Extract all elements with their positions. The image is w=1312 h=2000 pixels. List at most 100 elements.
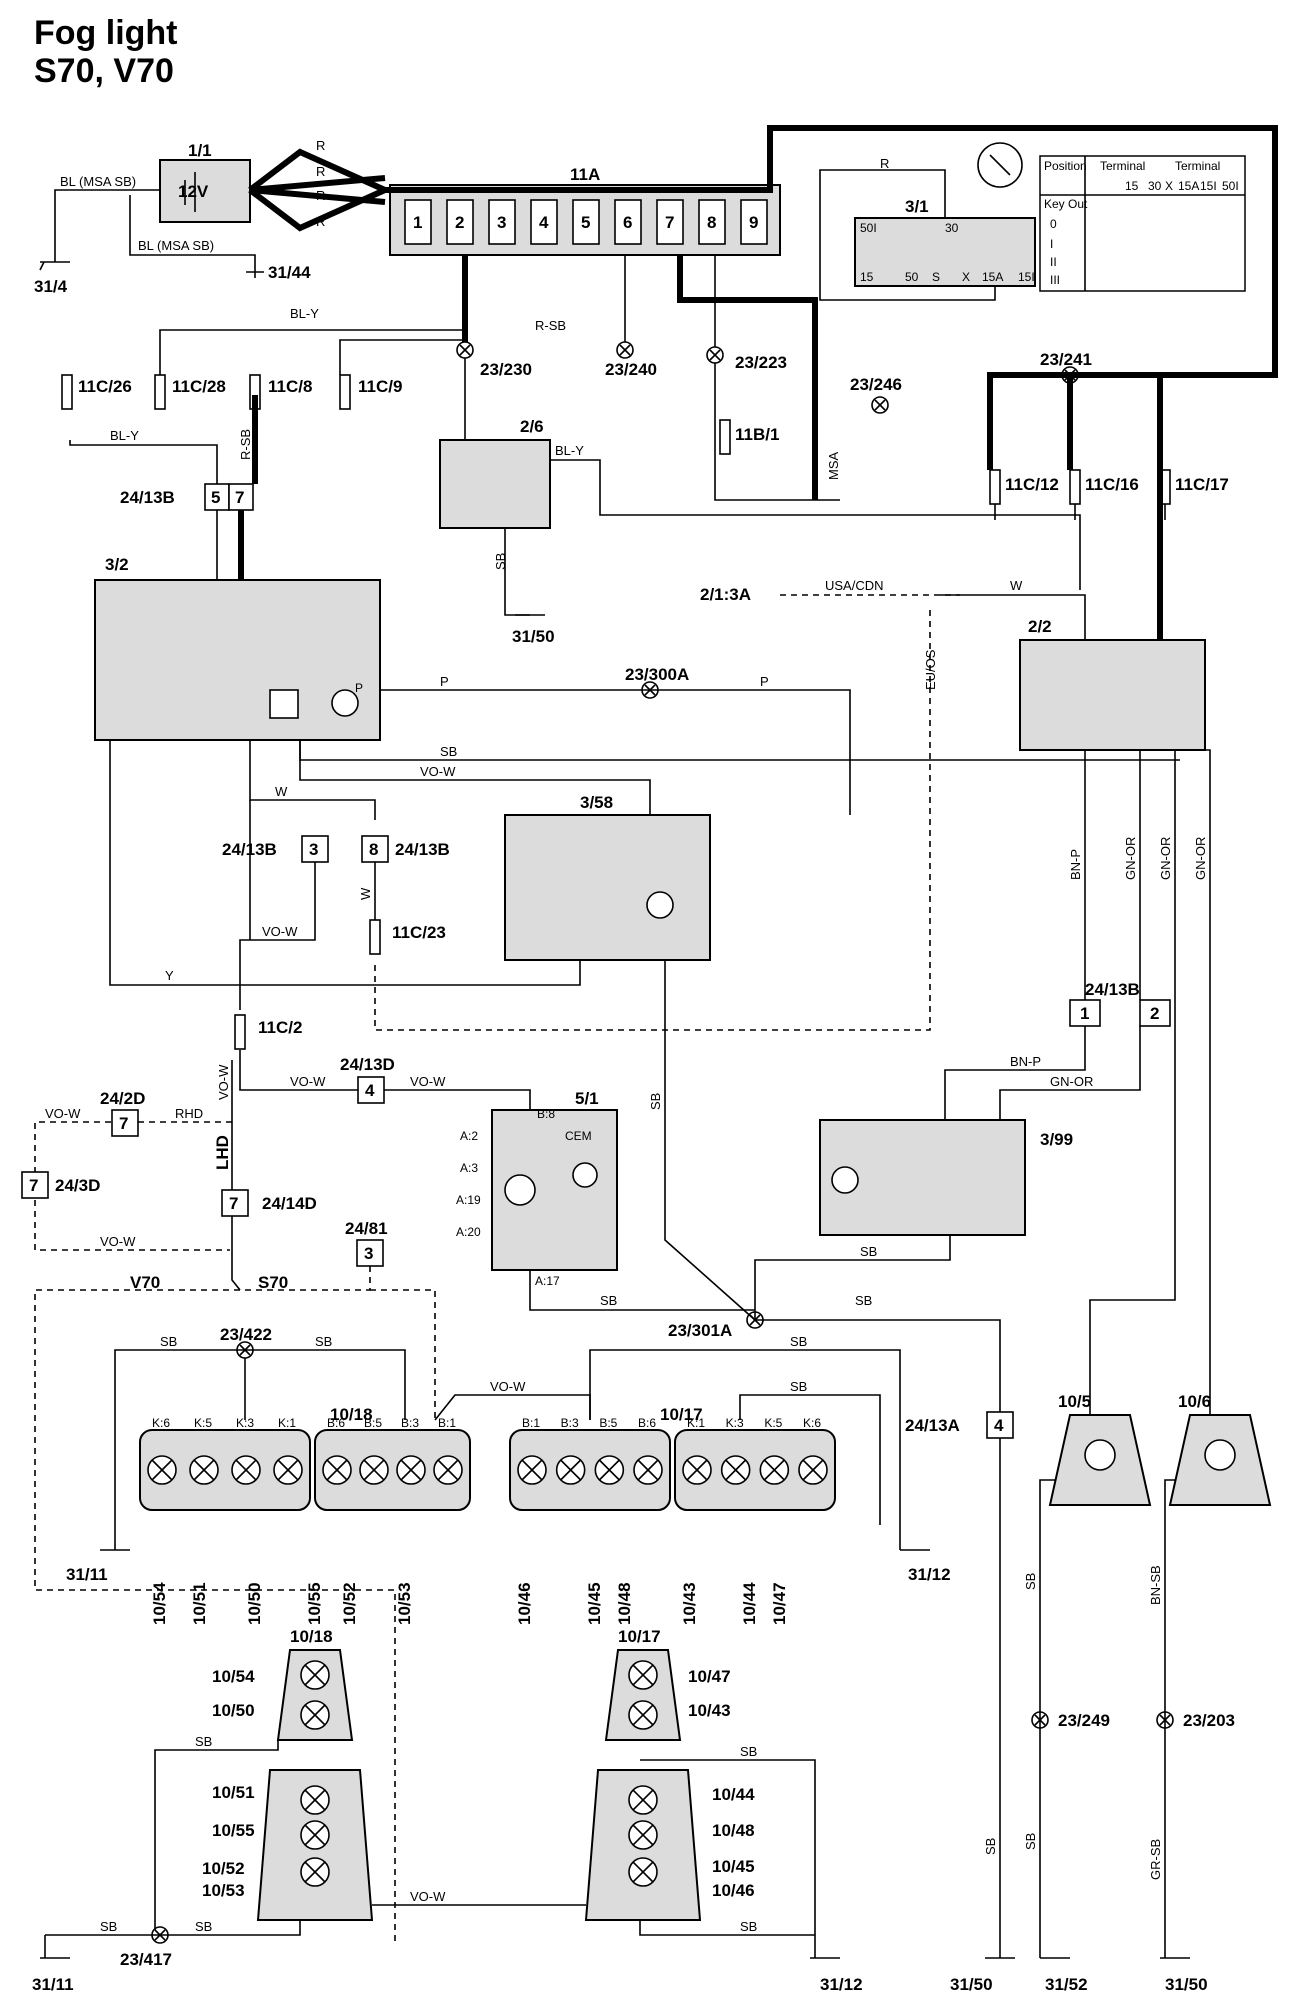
svg-text:BL-Y: BL-Y (290, 306, 319, 321)
wire-sb-v70r (640, 1759, 816, 1945)
svg-text:15I: 15I (1200, 179, 1217, 193)
connector-24-13a: 4 24/13A (905, 1411, 1014, 1439)
fuse-label: 11C/23 (392, 923, 446, 942)
wire-label-blmsa2: BL (MSA SB) (138, 238, 214, 253)
svg-text:R: R (316, 164, 325, 179)
ground-31-44: 31/44 (246, 263, 311, 282)
lamp-ref-label: 10/52 (340, 1582, 359, 1625)
fuse-11C-28: 11C/28 (154, 374, 226, 410)
svg-text:10/44: 10/44 (712, 1785, 755, 1804)
svg-text:3/2: 3/2 (105, 555, 129, 574)
splice-23-246: 23/246 (850, 375, 902, 414)
switch-3-99: 3/99 (819, 1119, 1073, 1236)
connector-24-13b-a: 5 7 24/13B (120, 483, 254, 511)
pin-label: K:3 (236, 1416, 254, 1430)
indicator-icon (269, 689, 299, 719)
fuse-1 (404, 199, 432, 245)
wire-w-usa (940, 594, 1086, 640)
wire-p (380, 689, 851, 815)
svg-text:30: 30 (945, 221, 959, 235)
svg-text:GN-OR: GN-OR (1193, 837, 1208, 880)
svg-text:1: 1 (1080, 1004, 1089, 1023)
fog-lamp-10-6: 10/6 (1168, 1392, 1272, 1506)
svg-text:31/50: 31/50 (1165, 1975, 1208, 1994)
switch-3-58: 3/58 (504, 793, 711, 961)
fuse-8 (698, 199, 726, 245)
fuse-11C-12: 11C/12 (989, 469, 1059, 505)
ground-31-4: 31/4 (34, 261, 70, 296)
wire-11b1 (714, 360, 840, 501)
svg-text:X: X (1165, 179, 1173, 193)
wire-r-3 (249, 175, 386, 193)
wire-sb-417 (45, 1920, 301, 1936)
fuse-number: 1 (413, 213, 422, 232)
svg-text:7: 7 (29, 1176, 38, 1195)
fuse-number: 4 (539, 213, 549, 232)
connector-24-13b-d: 1 2 24/13B (1069, 980, 1171, 1027)
svg-text:23/301A: 23/301A (668, 1321, 732, 1340)
svg-text:SB: SB (790, 1334, 807, 1349)
svg-text:W: W (1010, 578, 1023, 593)
fuse-11C-23: 11C/23 (369, 919, 446, 955)
svg-text:50: 50 (905, 270, 919, 284)
svg-text:10/47: 10/47 (688, 1667, 731, 1686)
fuse-11B-1: 11B/1 (719, 419, 779, 455)
svg-text:31/52: 31/52 (1045, 1975, 1088, 1994)
pin-label: B:6 (327, 1416, 345, 1430)
svg-text:R: R (316, 188, 325, 203)
svg-text:7: 7 (119, 1114, 128, 1133)
pin-label: B:1 (438, 1416, 456, 1430)
svg-text:R-SB: R-SB (535, 318, 566, 333)
svg-text:31/11: 31/11 (66, 1565, 108, 1584)
wire-sb-cem (529, 1270, 755, 1311)
svg-text:S: S (932, 270, 940, 284)
fuse-number: 8 (707, 213, 716, 232)
svg-text:7: 7 (235, 488, 244, 507)
wire-gn-or-2 (1089, 750, 1176, 1430)
svg-text:10/6: 10/6 (1178, 1392, 1211, 1411)
wire-sb-422 (114, 1349, 406, 1525)
svg-text:10/17: 10/17 (618, 1627, 661, 1646)
svg-text:A:17: A:17 (535, 1274, 560, 1288)
svg-text:Y: Y (165, 968, 174, 983)
svg-text:3: 3 (364, 1244, 373, 1263)
svg-text:RHD: RHD (175, 1106, 203, 1121)
svg-text:SB: SB (1023, 1833, 1038, 1850)
fuse-label: 11C/9 (358, 377, 402, 396)
lamp-ref-label: 10/48 (615, 1582, 634, 1625)
wire-sb-v70r-2 (639, 1920, 815, 1936)
splice-23-203: 23/203 (1156, 1711, 1235, 1730)
lamp-icon (331, 689, 359, 717)
svg-text:24/13B: 24/13B (120, 488, 175, 507)
wire-sb-399 (754, 1235, 951, 1320)
svg-text:10/5: 10/5 (1058, 1392, 1091, 1411)
pin-label: K:1 (687, 1416, 705, 1430)
svg-text:15A: 15A (1178, 179, 1199, 193)
wire-sb-v70l (154, 1740, 279, 1930)
svg-text:R-SB: R-SB (238, 429, 253, 460)
relay-2-6: 2/6 (439, 417, 551, 529)
svg-text:2/1:3A: 2/1:3A (700, 585, 751, 604)
svg-text:10/45: 10/45 (712, 1857, 755, 1876)
svg-text:0: 0 (1050, 217, 1057, 231)
fuse-label: 11B/1 (735, 425, 779, 444)
lamp-ref-label: 10/50 (245, 1582, 264, 1625)
connector-24-3d: 7 24/3D (21, 1171, 100, 1199)
svg-text:24/14D: 24/14D (262, 1194, 317, 1213)
svg-text:SB: SB (855, 1293, 872, 1308)
svg-text:SB: SB (740, 1744, 757, 1759)
svg-text:VO-W: VO-W (262, 924, 298, 939)
light-switch-3-2: 3/2 P (94, 555, 381, 741)
lamp-ref-label: 10/45 (585, 1582, 604, 1625)
fuse-7 (656, 199, 684, 245)
ground-31-12-b: 31/12 (810, 1945, 863, 1994)
fuse-2 (446, 199, 474, 245)
svg-text:15A: 15A (982, 270, 1003, 284)
splice-label: 23/241 (1040, 350, 1092, 369)
svg-text:P: P (355, 681, 363, 695)
battery-label: 1/1 (188, 141, 212, 160)
svg-text:2/2: 2/2 (1028, 617, 1052, 636)
fuse-11C-26: 11C/26 (61, 374, 132, 410)
svg-text:3/1: 3/1 (905, 197, 929, 216)
